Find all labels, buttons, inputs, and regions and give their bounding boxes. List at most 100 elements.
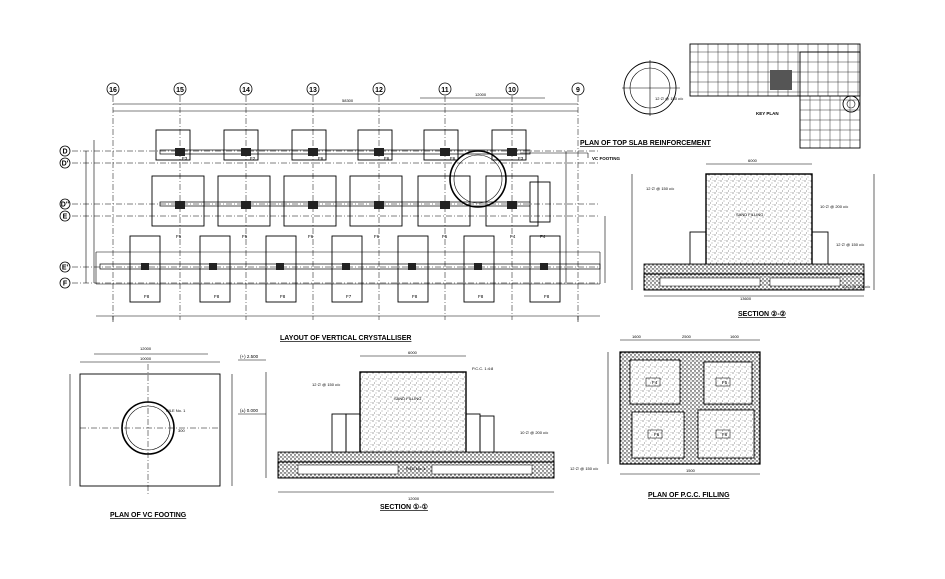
column-pedestal — [408, 263, 416, 270]
vc-footing-plan-rect — [79, 373, 221, 487]
pcc-label: F6 — [654, 432, 660, 437]
grid-bubble-12 — [372, 82, 386, 96]
key-plan-vc — [842, 95, 860, 113]
row-bubble — [59, 210, 71, 222]
plan-vc-footing: 12000 10000 PILE No. 1 300 PLAN OF VC FO… — [69, 346, 233, 519]
svg-text:300: 300 — [178, 428, 185, 433]
column-pedestal — [474, 263, 482, 270]
footing-label: F3 — [518, 156, 524, 161]
level-top: (+) 2.500 — [240, 354, 259, 359]
vc-footing-inner — [453, 154, 503, 204]
column-pedestal — [308, 201, 318, 209]
svg-text:10 ∅ @ 200 c/c: 10 ∅ @ 200 c/c — [820, 204, 848, 209]
row-label: E' — [62, 265, 69, 272]
pcc-label: F5 — [722, 380, 728, 385]
svg-text:12 ∅ @ 150 c/c: 12 ∅ @ 150 c/c — [836, 242, 864, 247]
column-pedestal — [540, 263, 548, 270]
svg-text:10 ∅ @ 200 c/c: 10 ∅ @ 200 c/c — [842, 284, 870, 289]
svg-text:6000: 6000 — [408, 350, 418, 355]
top-slab-title: PLAN OF TOP SLAB REINFORCEMENT — [580, 140, 712, 147]
grid-bubble-13 — [306, 82, 320, 96]
key-note: 12 ∅ @ 150 c/c — [655, 96, 683, 101]
layout-title: LAYOUT OF VERTICAL CRYSTALLISER — [280, 335, 411, 342]
footing-label: F6 — [318, 156, 324, 161]
overall-dim: 58300 — [342, 98, 354, 103]
footing-label: F8 — [214, 294, 220, 299]
footing-label: F8 — [280, 294, 286, 299]
row-bubble — [59, 157, 71, 169]
svg-text:12000: 12000 — [408, 496, 420, 501]
footing-label: F6 — [450, 156, 456, 161]
sec2-tank — [705, 173, 813, 273]
svg-text:PILE No. 1: PILE No. 1 — [166, 408, 186, 413]
footing-label: F3 — [182, 156, 188, 161]
grid-bubble-15 — [173, 82, 187, 96]
column-pedestals — [141, 148, 548, 270]
footing-label: F8 — [412, 294, 418, 299]
column-pedestal — [276, 263, 284, 270]
svg-text:1500: 1500 — [686, 468, 696, 473]
footing-label: F6 — [384, 156, 390, 161]
svg-text:12 ∅ @ 150 c/c: 12 ∅ @ 150 c/c — [570, 466, 598, 471]
footing-label: F6 — [308, 234, 314, 239]
column-pedestal — [175, 201, 185, 209]
row-bubble — [59, 277, 71, 289]
row-bubble — [59, 261, 71, 273]
vc-footing-circle — [449, 150, 507, 208]
column-pedestal — [440, 148, 450, 156]
grid-bubble-10 — [505, 82, 519, 96]
dim-12000-top: 12000 — [475, 92, 487, 97]
footing-label: F8 — [144, 294, 150, 299]
grid-label: 13 — [309, 87, 317, 94]
row-label: D — [62, 149, 67, 156]
grid-label: 11 — [441, 87, 449, 94]
column-pedestal — [374, 201, 384, 209]
section-2-title: SECTION ②-② — [738, 310, 786, 318]
grid-bubble-9 — [571, 82, 585, 96]
footing-label: F6 — [374, 234, 380, 239]
row-bubble — [59, 198, 71, 210]
footing-label: F7 — [346, 294, 352, 299]
svg-text:12000: 12000 — [140, 346, 152, 351]
pcc-label: F6 — [722, 432, 728, 437]
column-pedestal — [141, 263, 149, 270]
level-mid: (±) 0.000 — [240, 408, 258, 413]
grid-label: 10 — [508, 87, 516, 94]
footing-label: F5 — [442, 234, 448, 239]
footing-label: F5 — [176, 234, 182, 239]
svg-text:6000: 6000 — [748, 158, 758, 163]
left-dim-lines — [85, 140, 95, 283]
svg-text:12 ∅ @ 150 c/c: 12 ∅ @ 150 c/c — [646, 186, 674, 191]
row-label: D' — [62, 161, 69, 168]
column-pedestal — [374, 148, 384, 156]
svg-text:PILE No. 1: PILE No. 1 — [406, 466, 426, 471]
footing-label: F8 — [544, 294, 550, 299]
sec1-tank — [359, 371, 467, 467]
svg-text:P.C.C. 1:4:8: P.C.C. 1:4:8 — [472, 366, 494, 371]
column-pedestal — [209, 263, 217, 270]
key-plan-title: KEY PLAN — [756, 111, 779, 116]
section-2-2: 6000 13600 SAND FILLING 12 ∅ @ 150 c/c 1… — [631, 158, 875, 318]
grid-label: 16 — [109, 87, 117, 94]
column-pedestal — [241, 148, 251, 156]
grid-label: 15 — [176, 87, 184, 94]
top-dimension-lines — [113, 97, 578, 112]
footing-label: F4 — [540, 234, 546, 239]
grid-bubble-11 — [438, 82, 452, 96]
column-pedestal — [507, 148, 517, 156]
svg-text:SAND FILLING: SAND FILLING — [394, 396, 421, 401]
svg-text:10 ∅ @ 200 c/c: 10 ∅ @ 200 c/c — [520, 430, 548, 435]
column-pedestal — [342, 263, 350, 270]
outer-lines — [95, 251, 601, 322]
footing-label: F2 — [250, 156, 256, 161]
key-plan-hatch — [770, 70, 792, 90]
svg-text:10000: 10000 — [140, 356, 152, 361]
key-plan: 12 ∅ @ 150 c/c KEY PLAN — [622, 43, 861, 149]
column-pedestal — [175, 148, 185, 156]
column-pedestal — [507, 201, 517, 209]
grid-label: 14 — [242, 87, 250, 94]
